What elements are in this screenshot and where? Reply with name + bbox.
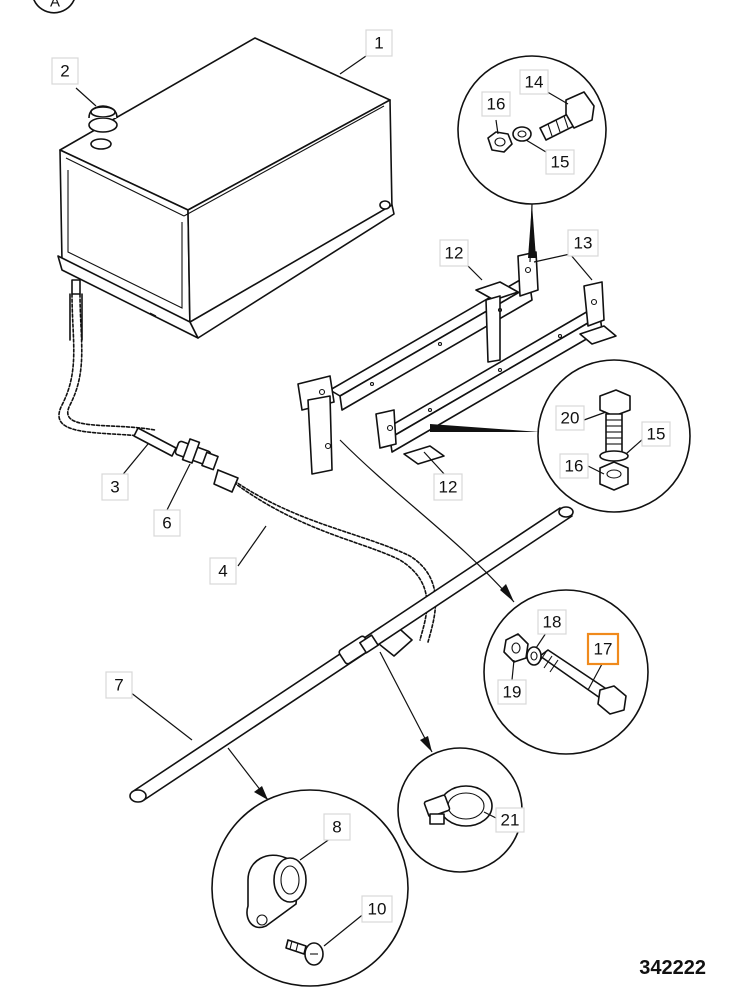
pointer-right — [430, 424, 540, 432]
label-8[interactable]: 8 — [323, 813, 351, 841]
svg-text:10: 10 — [368, 900, 387, 919]
view-marker-circle — [33, 0, 75, 14]
svg-text:6: 6 — [162, 514, 171, 533]
svg-text:15: 15 — [647, 425, 666, 444]
svg-text:8: 8 — [332, 818, 341, 837]
fuel-tank — [57, 37, 395, 339]
label-20[interactable]: 20 — [555, 405, 585, 431]
view-marker: A — [33, 0, 75, 14]
svg-text:16: 16 — [565, 457, 584, 476]
label-19[interactable]: 19 — [497, 679, 527, 705]
svg-text:12: 12 — [445, 244, 464, 263]
svg-text:1: 1 — [374, 34, 383, 53]
svg-text:2: 2 — [60, 62, 69, 81]
tank-mounting-frame — [297, 251, 617, 475]
label-17[interactable]: 17 — [586, 632, 620, 666]
label-12-bottom[interactable]: 12 — [433, 473, 463, 501]
svg-text:17: 17 — [594, 640, 613, 659]
svg-text:21: 21 — [501, 811, 520, 830]
label-2[interactable]: 2 — [51, 57, 79, 85]
inline-connector — [174, 438, 219, 471]
drawing-code: 342222 — [639, 957, 706, 979]
label-12-top[interactable]: 12 — [439, 239, 469, 267]
label-7[interactable]: 7 — [105, 671, 133, 699]
label-3[interactable]: 3 — [101, 473, 129, 501]
svg-text:16: 16 — [487, 95, 506, 114]
label-13[interactable]: 13 — [567, 229, 599, 257]
detail-circle-clamp — [397, 747, 523, 873]
view-marker-label: A — [50, 0, 60, 11]
svg-text:13: 13 — [574, 234, 593, 253]
label-21[interactable]: 21 — [495, 807, 525, 833]
svg-text:7: 7 — [114, 676, 123, 695]
svg-text:4: 4 — [218, 562, 227, 581]
label-14[interactable]: 14 — [519, 69, 549, 95]
pointer-clip — [254, 786, 268, 800]
svg-text:12: 12 — [439, 478, 458, 497]
detail-circle-middle — [483, 589, 649, 755]
svg-text:18: 18 — [543, 613, 562, 632]
svg-text:19: 19 — [503, 683, 522, 702]
fuel-hose-upper — [58, 293, 177, 457]
filler-cap — [88, 105, 118, 133]
label-10[interactable]: 10 — [361, 895, 393, 923]
label-4[interactable]: 4 — [209, 557, 237, 585]
pointer-clamp — [420, 736, 432, 752]
svg-text:14: 14 — [525, 73, 544, 92]
label-6[interactable]: 6 — [153, 509, 181, 537]
pointer-top — [528, 204, 536, 258]
svg-text:3: 3 — [110, 478, 119, 497]
detail-circle-clip — [211, 789, 409, 987]
pointer-middle — [339, 439, 515, 603]
label-15-top[interactable]: 15 — [545, 149, 575, 175]
fuel-pipe — [129, 506, 574, 803]
label-16-right[interactable]: 16 — [559, 453, 589, 479]
label-1[interactable]: 1 — [365, 29, 393, 57]
label-18[interactable]: 18 — [537, 609, 567, 635]
svg-text:20: 20 — [561, 409, 580, 428]
svg-text:15: 15 — [551, 153, 570, 172]
label-16-top[interactable]: 16 — [481, 91, 511, 117]
label-15-right[interactable]: 15 — [641, 421, 671, 447]
